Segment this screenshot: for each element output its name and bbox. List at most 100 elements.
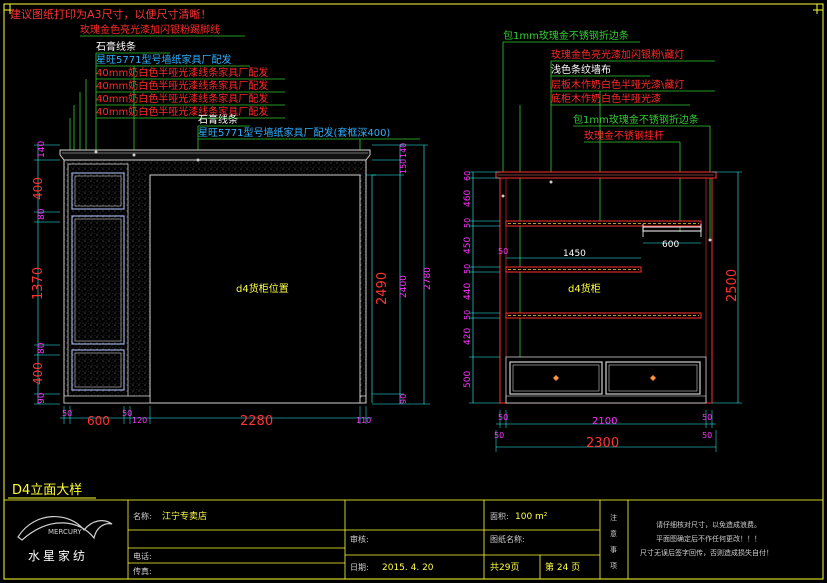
notice-line-2: 尺寸无误后签字回传，否则造成损失自付！ [640,548,773,557]
dim-rl-450: 450 [463,237,473,254]
right-note-4: 底柜木作奶白色半哑光漆 [551,92,661,105]
dim-b-2280: 2280 [240,414,273,429]
right-elevation: d4货柜 [495,171,717,404]
left-note-3: 40mm奶白色半哑光漆线条家具厂配发 [96,66,268,79]
left-notes: 玫瑰金色亮光漆加闪银粉踢脚线 石膏线条 星旺5771型号墙纸家具厂配发 40mm… [80,23,390,139]
dim-rod-600: 600 [662,240,679,250]
area-value: 100 m² [515,512,548,522]
dim-rl-440: 440 [463,283,473,300]
right-note-3: 层板木作奶白色半哑光漆\藏灯 [551,78,684,91]
left-note-0: 玫瑰金色亮光漆加闪银粉踢脚线 [80,23,220,36]
logo-text: 水星家纺 [28,548,88,563]
left-cabinet-label: d4货柜位置 [236,282,289,295]
total-pages: 共29页 [490,562,519,573]
panel-top [71,172,125,210]
right-note-2: 浅色条纹墙布 [551,63,611,76]
notice-line-1: 平面图确定后不作任何更改！！！ [656,534,761,543]
drawer-knob-icon [553,375,559,381]
dim-r-2780: 2780 [423,267,433,290]
left-note2-line: 星旺5771型号墙纸家具厂配发(套框深400) [198,126,390,139]
dim-l-1370: 1370 [31,267,46,300]
dim-l-80a: 80 [37,208,47,220]
left-note-4: 40mm奶白色半哑光漆线条家具厂配发 [96,79,268,92]
dim-r-2400: 2400 [399,275,409,298]
dim-l-400b: 400 [31,362,45,385]
drawing-no-label: 图纸名称: [490,534,525,544]
dim-rb1-50b: 50 [702,413,712,422]
left-note-2: 星旺5771型号墙纸家具厂配发 [96,53,231,66]
review-label: 审核: [350,534,369,544]
right-note-6: 玫瑰金不锈钢挂杆 [584,129,664,142]
frame-corner-ticks [4,4,823,14]
hanging-rod [642,226,702,232]
dim-rb2-2300: 2300 [586,436,619,451]
left-note-6: 40mm奶白色半哑光漆线条家具厂配发 [96,105,268,118]
dim-r-90: 90 [399,394,408,404]
title-block [3,499,824,580]
dim-rl-60: 60 [463,171,472,181]
dim-rl-50a: 50 [463,218,472,228]
dim-rl-50c: 50 [463,310,472,320]
dim-b-120: 120 [132,416,147,425]
left-dims-bottom: 50 600 50 120 2280 110 [60,406,372,429]
left-note-5: 40mm奶白色半哑光漆线条家具厂配发 [96,92,268,105]
panel-bottom [71,349,125,391]
phone-label: 电话: [133,551,152,561]
title-block-fields: 名称: 江宁专卖店 面积: 100 m² 审核: 图纸名称: 电话: 传真: 日… [133,510,773,576]
right-dims-left: 60 460 50 450 50 440 50 420 500 [463,171,500,404]
left-note-1: 石膏线条 [96,40,136,53]
date-label: 日期: [350,563,369,572]
drawer-knob-icon-2 [650,375,656,381]
header-note: 建议图纸打印为A3尺寸，以便尺寸清晰！ [10,7,212,21]
right-notes: 包1mm玫瑰金不锈钢折边条 玫瑰金色亮光漆加闪银粉\藏灯 浅色条纹墙布 层板木作… [503,29,699,142]
notice-label-3: 项 [610,562,617,570]
dim-l-90: 90 [37,392,47,404]
dim-l-80b: 80 [37,342,47,354]
right-note-5: 包1mm玫瑰金不锈钢折边条 [573,113,699,126]
sheet-title: D4立面大样 [12,483,82,498]
logo-brand: MERCURY [48,528,82,536]
dim-r-140: 140 [399,143,408,158]
dim-b-600: 600 [87,414,110,428]
right-leader-lines [502,41,715,360]
right-cabinet-label: d4货柜 [568,282,601,295]
dim-l-140: 140 [37,141,47,158]
dim-b-50b: 50 [122,409,132,418]
dim-b-110: 110 [356,416,371,425]
dim-rb1-50a: 50 [498,413,508,422]
dim-shelf-1450: 1450 [563,249,586,259]
brand-logo: MERCURY 水星家纺 [17,516,113,563]
right-dims-bottom: 50 2100 50 50 2300 50 [494,410,717,452]
right-inner-dims: 600 1450 50 [498,240,701,259]
left-dims-right: 2490 140 150 2400 90 2780 [366,143,433,405]
dim-l-400: 400 [31,177,45,200]
left-elevation: d4货柜位置 [59,149,371,404]
page-number: 第 24 页 [545,561,580,573]
dim-rr-2500: 2500 [725,269,740,302]
dim-r-2490: 2490 [375,272,390,305]
right-note-1: 玫瑰金色亮光漆加闪银粉\藏灯 [551,48,684,61]
notice-label-2: 事 [610,545,617,554]
right-note-0: 包1mm玫瑰金不锈钢折边条 [503,29,629,42]
left-cabinet-opening [149,174,361,404]
right-dims-right: 2500 [712,171,742,404]
left-cornice [59,149,371,161]
name-label: 名称: [133,511,152,521]
name-value: 江宁专卖店 [162,510,207,522]
drawer-left [509,361,603,395]
left-dims-left: 140 400 80 1370 80 400 90 [31,141,60,405]
notice-label-1: 意 [610,529,617,538]
dim-rl-460: 460 [463,190,473,207]
left-note2-title: 石膏线条 [198,113,238,126]
fax-label: 传真: [133,566,152,576]
left-baseboard [63,395,151,404]
dim-rl-420: 420 [463,328,473,345]
dim-rb1-2100: 2100 [592,416,617,427]
dim-rb2-50a: 50 [494,431,504,440]
dim-b-50a: 50 [62,409,72,418]
dim-rl-500: 500 [463,371,473,388]
dim-shelf-50: 50 [498,247,508,256]
logo-swoosh-icon [17,516,113,541]
drawer-right [605,361,701,395]
